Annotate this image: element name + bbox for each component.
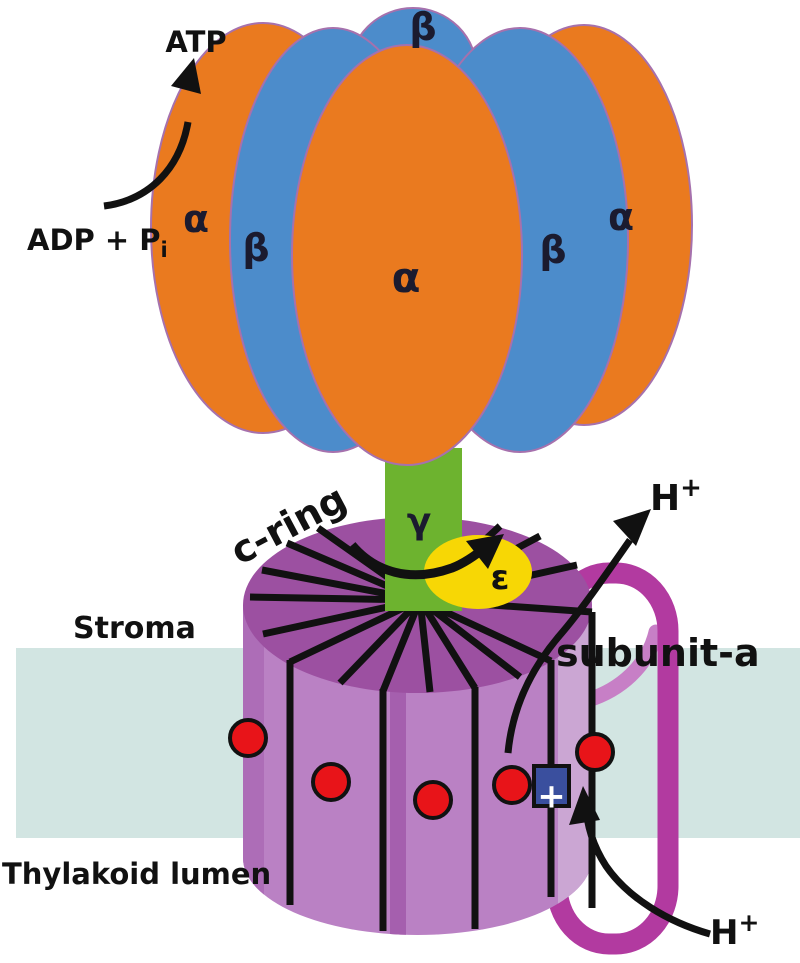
proton-entry-arrow	[581, 801, 711, 938]
label-h-plus-top-sup: +	[680, 473, 702, 503]
label-thylakoid-lumen: Thylakoid lumen	[2, 857, 271, 891]
label-h-plus-bottom-base: H	[710, 913, 738, 953]
atp-arrowhead	[171, 58, 201, 94]
subunit-a-back-rim	[580, 624, 664, 708]
label-beta-right: β	[539, 228, 566, 272]
label-gamma: γ	[407, 501, 432, 542]
label-subunit-a: subunit-a	[556, 631, 760, 675]
proton-dot	[492, 765, 532, 805]
c-ring-body-left-shade	[243, 605, 264, 936]
epsilon-subunit	[424, 535, 532, 609]
charge-site-square	[532, 764, 571, 808]
charge-site-plus: +	[537, 777, 566, 817]
rotation-arrow	[348, 541, 490, 580]
atp-arrow	[103, 121, 192, 210]
label-alpha-left: α	[183, 197, 209, 241]
proton-group	[228, 718, 615, 820]
rotation-arrowhead	[466, 534, 504, 569]
proton-dot	[311, 762, 351, 802]
label-beta-top: β	[409, 5, 436, 49]
proton-dot	[228, 718, 268, 758]
label-atp: ATP	[165, 25, 226, 59]
c-ring-body	[243, 605, 592, 936]
label-alpha-right: α	[608, 195, 634, 239]
proton-dot	[413, 780, 453, 820]
proton-entry-arrowhead	[569, 786, 600, 825]
label-h-plus-bottom: H+	[710, 908, 759, 953]
proton-exit-arrowhead	[613, 509, 651, 546]
c-ring-body-lines	[286, 612, 596, 931]
label-epsilon: ε	[491, 558, 510, 598]
label-stroma: Stroma	[73, 611, 196, 646]
alpha-center-lobe	[291, 44, 523, 466]
label-adp-pi: ADP + Pi	[27, 223, 168, 262]
label-beta-left: β	[242, 226, 269, 270]
label-h-plus-top-base: H	[650, 478, 680, 519]
proton-dot	[575, 732, 615, 772]
label-adp-base: ADP + P	[27, 223, 161, 257]
f1-head	[150, 7, 693, 466]
label-alpha-center: α	[392, 253, 421, 302]
label-adp-subscript: i	[161, 238, 168, 262]
label-h-plus-top: H+	[650, 473, 702, 519]
proton-exit-arrow	[504, 537, 633, 754]
label-h-plus-bottom-sup: +	[738, 908, 759, 937]
